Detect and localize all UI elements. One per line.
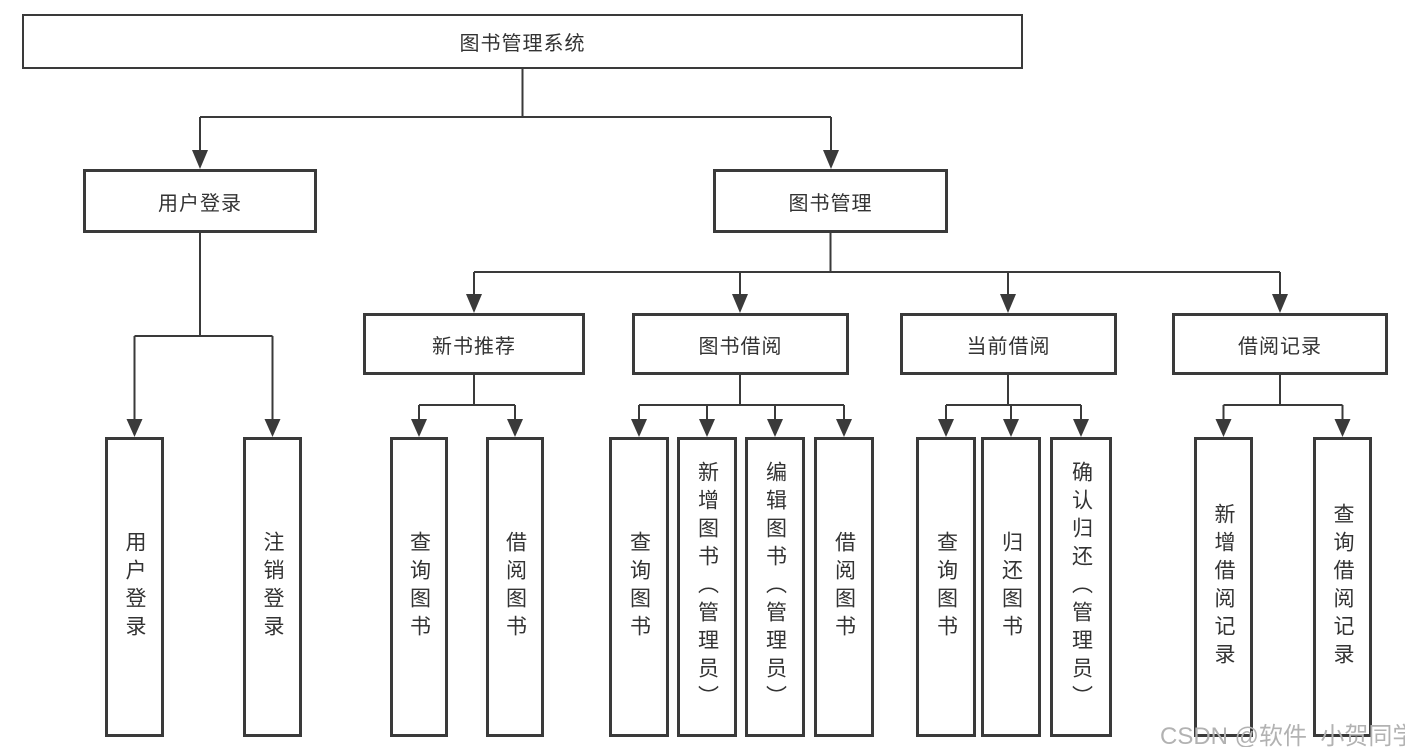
connector-root-to-level2 <box>192 69 839 169</box>
leaf-borrowing-borrow-books: 借阅图书 <box>814 437 874 737</box>
leaf-recommend-borrow-books: 借阅图书 <box>486 437 544 737</box>
leaf-current-query-books-label: 查询图书 <box>934 531 958 643</box>
leaf-user-login-label: 用户登录 <box>123 531 146 643</box>
watermark: CSDN @软件_小贺同学 <box>1160 723 1405 747</box>
leaf-logout-login: 注销登录 <box>243 437 302 737</box>
leaf-recommend-borrow-books-label: 借阅图书 <box>503 531 527 643</box>
node-borrowing-records: 借阅记录 <box>1172 313 1388 375</box>
node-book-management: 图书管理 <box>713 169 948 233</box>
leaf-recommend-query-books-label: 查询图书 <box>407 531 431 643</box>
leaf-user-login: 用户登录 <box>105 437 164 737</box>
leaf-add-books-admin: 新增图书（管理员） <box>677 437 737 737</box>
leaf-add-borrow-record-label: 新增借阅记录 <box>1212 503 1235 671</box>
leaf-return-books-label: 归还图书 <box>999 531 1023 643</box>
leaf-query-borrow-record-label: 查询借阅记录 <box>1331 503 1354 671</box>
leaf-current-query-books: 查询图书 <box>916 437 976 737</box>
node-current-borrowing: 当前借阅 <box>900 313 1117 375</box>
leaf-edit-books-admin: 编辑图书（管理员） <box>745 437 805 737</box>
leaf-logout-login-label: 注销登录 <box>261 531 284 643</box>
leaf-borrowing-query-books: 查询图书 <box>609 437 669 737</box>
node-new-book-recommend: 新书推荐 <box>363 313 585 375</box>
node-book-borrowing: 图书借阅 <box>632 313 849 375</box>
node-user-login: 用户登录 <box>83 169 317 233</box>
leaf-confirm-return-admin-label: 确认归还（管理员） <box>1069 461 1093 713</box>
connector-bookmgmt-to-level3 <box>466 233 1288 313</box>
connector-borrowing-to-leaves <box>631 375 852 437</box>
connector-userlogin-to-leaves <box>126 233 281 437</box>
leaf-return-books: 归还图书 <box>981 437 1041 737</box>
node-book-management-system: 图书管理系统 <box>22 14 1023 69</box>
leaf-edit-books-admin-label: 编辑图书（管理员） <box>763 461 787 713</box>
leaf-confirm-return-admin: 确认归还（管理员） <box>1050 437 1112 737</box>
leaf-borrowing-query-books-label: 查询图书 <box>627 531 651 643</box>
leaf-borrowing-borrow-books-label: 借阅图书 <box>832 531 856 643</box>
connector-records-to-leaves <box>1215 375 1351 437</box>
leaf-query-borrow-record: 查询借阅记录 <box>1313 437 1372 737</box>
connector-newbook-to-leaves <box>411 375 523 437</box>
connector-current-to-leaves <box>938 375 1089 437</box>
leaf-add-books-admin-label: 新增图书（管理员） <box>695 461 719 713</box>
leaf-add-borrow-record: 新增借阅记录 <box>1194 437 1253 737</box>
leaf-recommend-query-books: 查询图书 <box>390 437 448 737</box>
